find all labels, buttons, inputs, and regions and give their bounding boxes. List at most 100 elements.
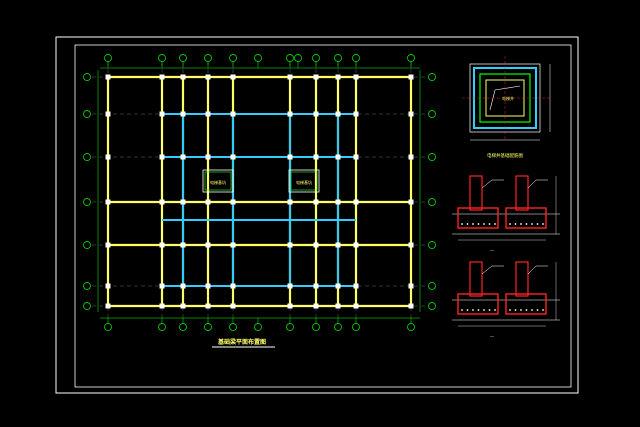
rebar-dot bbox=[525, 223, 528, 225]
axis-bubble-icon bbox=[158, 54, 166, 62]
leader-line bbox=[481, 179, 504, 189]
footing-left bbox=[457, 207, 499, 229]
axis-bubble-icon bbox=[312, 54, 320, 62]
column-icon bbox=[159, 199, 165, 205]
axis-gridlines bbox=[92, 62, 428, 320]
axis-bubble-icon bbox=[407, 323, 415, 331]
lift-pit-left-inner bbox=[204, 171, 232, 191]
axis-bubble-icon bbox=[334, 54, 342, 62]
column-icon bbox=[353, 199, 359, 205]
column-icon bbox=[230, 199, 236, 205]
axis-bubble-icon bbox=[83, 73, 91, 81]
section-detail-2 bbox=[452, 261, 560, 327]
axis-bubble-icon bbox=[286, 54, 294, 62]
leader-line bbox=[481, 265, 504, 275]
column-icon bbox=[159, 242, 165, 248]
column-icon bbox=[353, 154, 359, 160]
columns bbox=[105, 74, 414, 309]
column-icon bbox=[313, 242, 319, 248]
column-stub-left bbox=[469, 261, 483, 297]
column-icon bbox=[353, 74, 359, 80]
lift-pit-left-label: 电梯基坑 bbox=[210, 179, 226, 185]
column-icon bbox=[159, 111, 165, 117]
column-icon bbox=[287, 303, 293, 309]
rebar-dot bbox=[461, 223, 463, 225]
column-icon bbox=[353, 111, 359, 117]
column-icon bbox=[105, 283, 111, 289]
axis-bubble-icon bbox=[179, 54, 187, 62]
rebar-dot bbox=[520, 309, 522, 311]
column-icon bbox=[159, 303, 165, 309]
rebar-dot bbox=[520, 223, 522, 225]
axis-bubble-icon bbox=[428, 73, 436, 81]
rebar-dot bbox=[542, 223, 544, 225]
footing-right bbox=[505, 293, 547, 315]
column-icon bbox=[230, 111, 236, 117]
lift-pit-right-label: 电梯基坑 bbox=[296, 179, 312, 185]
rebar-dot bbox=[488, 309, 491, 311]
axis-bubble-icon bbox=[407, 54, 415, 62]
leader-line bbox=[527, 265, 548, 275]
column-icon bbox=[180, 74, 186, 80]
column-icon bbox=[159, 74, 165, 80]
axis-bubble-icon bbox=[286, 323, 294, 331]
rebar-dot bbox=[509, 223, 511, 225]
axis-bubble-icon bbox=[428, 241, 436, 249]
inner-frame bbox=[74, 44, 572, 388]
column-icon bbox=[180, 154, 186, 160]
column-icon bbox=[205, 154, 211, 160]
column-icon bbox=[105, 242, 111, 248]
column-icon bbox=[408, 303, 414, 309]
foundation-beams bbox=[106, 75, 413, 308]
section-label-1: — bbox=[490, 248, 494, 253]
leader-line bbox=[527, 179, 548, 189]
axis-bubble-icon bbox=[179, 323, 187, 331]
column-icon bbox=[313, 303, 319, 309]
lift-pits: 电梯基坑 电梯基坑 bbox=[202, 169, 320, 193]
footing-left bbox=[457, 293, 499, 315]
column-icon bbox=[287, 154, 293, 160]
axis-bubble-icon bbox=[428, 198, 436, 206]
axis-bubble-icon bbox=[254, 323, 262, 331]
column-icon bbox=[105, 111, 111, 117]
axis-bubble-icon bbox=[83, 153, 91, 161]
column-icon bbox=[230, 242, 236, 248]
column-icon bbox=[408, 154, 414, 160]
outer-frame bbox=[55, 36, 579, 394]
column-icon bbox=[408, 283, 414, 289]
column-icon bbox=[205, 242, 211, 248]
column-icon bbox=[205, 111, 211, 117]
column-icon bbox=[105, 74, 111, 80]
rebar-dot bbox=[531, 223, 533, 225]
axis-bubble-icon bbox=[104, 54, 112, 62]
axis-bubble-icon bbox=[83, 241, 91, 249]
rebar-dot bbox=[466, 309, 469, 311]
column-icon bbox=[105, 303, 111, 309]
lift-pit-plan-detail: 电梯井 电梯井基础配筋图 bbox=[462, 56, 551, 159]
column-icon bbox=[230, 154, 236, 160]
rebar-dot bbox=[514, 309, 517, 311]
axis-bubble-icon bbox=[428, 282, 436, 290]
lift-pit-right bbox=[288, 169, 320, 193]
column-icon bbox=[408, 74, 414, 80]
column-icon bbox=[180, 303, 186, 309]
column-icon bbox=[335, 242, 341, 248]
foundation-sections bbox=[452, 175, 560, 327]
pit-leader bbox=[489, 85, 521, 111]
rebar-dot bbox=[536, 223, 539, 225]
rebar-dot bbox=[525, 309, 528, 311]
axis-bubble-icon bbox=[229, 323, 237, 331]
column-icon bbox=[353, 283, 359, 289]
section-label-2: — bbox=[490, 334, 494, 339]
column-icon bbox=[287, 283, 293, 289]
plan-title: 基础梁平面布置图 bbox=[217, 338, 266, 346]
rebar-dot bbox=[494, 223, 496, 225]
column-icon bbox=[313, 111, 319, 117]
axis-bubble-icon bbox=[83, 302, 91, 310]
column-icon bbox=[287, 199, 293, 205]
column-icon bbox=[205, 74, 211, 80]
axis-bubble-icon bbox=[312, 323, 320, 331]
column-icon bbox=[205, 303, 211, 309]
axis-bubble-icon bbox=[83, 110, 91, 118]
axis-bubble-icon bbox=[352, 323, 360, 331]
